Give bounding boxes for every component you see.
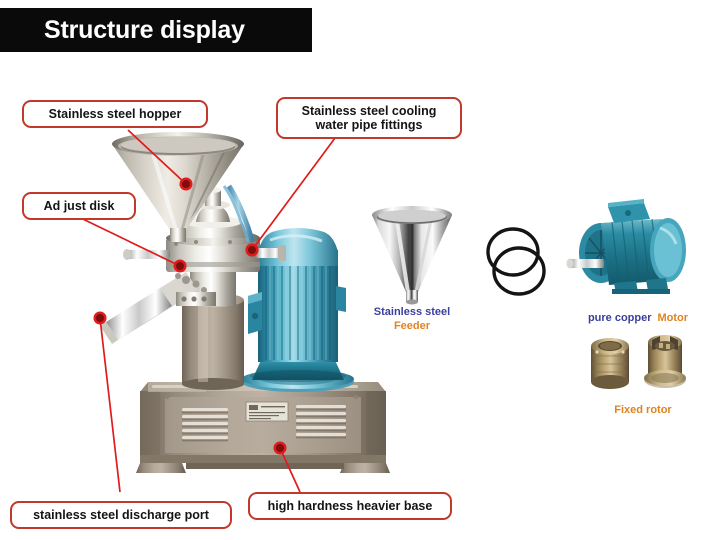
part-label-motor: pure copper Motor (568, 312, 708, 326)
callout-heavier-base[interactable]: high hardness heavier base (248, 492, 452, 520)
callout-cooling-water-pipe-fittings[interactable]: Stainless steel cooling water pipe fitti… (276, 97, 462, 139)
cooling-water-pipe-fittings (222, 184, 255, 243)
part-label-motor-line2: Motor (657, 312, 689, 324)
accessory-o-rings (486, 227, 546, 296)
part-label-fixed-rotor-text: Fixed rotor (614, 404, 672, 416)
callout-adjust-disk[interactable]: Ad just disk (22, 192, 136, 220)
page-title: Structure display (44, 15, 245, 44)
page-title-bar: Structure display (0, 8, 312, 52)
callout-discharge-port[interactable]: stainless steel discharge port (10, 501, 232, 529)
cast-base (136, 382, 390, 473)
accessory-feeder-cone (372, 206, 452, 305)
part-label-feeder: Stainless steel Feeder (362, 306, 462, 334)
part-label-fixed-rotor: Fixed rotor (588, 404, 698, 418)
accessory-fixed-rotor-set (591, 335, 686, 389)
part-label-motor-line1: pure copper (587, 312, 652, 324)
callout-stainless-steel-hopper[interactable]: Stainless steel hopper (22, 100, 208, 128)
part-label-feeder-line1: Stainless steel (373, 306, 451, 318)
part-label-feeder-line2: Feeder (393, 319, 431, 332)
accessory-electric-motor (566, 199, 686, 294)
support-column (182, 293, 244, 390)
